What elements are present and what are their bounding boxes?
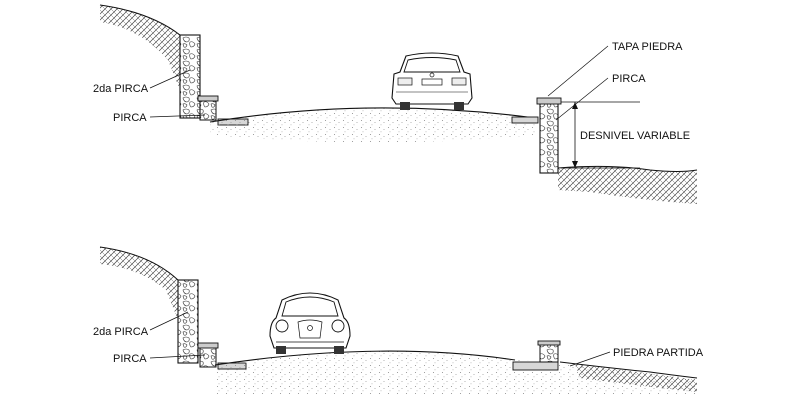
bottom-label-pirca-left: PIRCA xyxy=(113,353,147,365)
top-road-fill xyxy=(210,107,535,143)
top-right-curb xyxy=(511,116,539,124)
bottom-label-2da-pirca: 2da PIRCA xyxy=(93,326,149,338)
top-second-pirca-wall xyxy=(179,34,201,119)
top-label-pirca-right: PIRCA xyxy=(612,73,646,85)
top-right-lower-ground xyxy=(558,166,697,204)
bottom-section xyxy=(99,246,698,395)
bottom-right-pirca-wall xyxy=(539,342,559,363)
bottom-right-curb xyxy=(512,361,559,371)
top-section xyxy=(99,4,698,204)
top-right-pirca-wall xyxy=(539,102,559,174)
top-label-desnivel: DESNIVEL VARIABLE xyxy=(580,130,690,142)
bottom-left-hillside xyxy=(100,247,178,320)
bottom-road-surface xyxy=(214,350,516,366)
bottom-road-fill xyxy=(215,351,697,395)
top-road-surface xyxy=(209,107,536,123)
bottom-label-piedra-partida: PIEDRA PARTIDA xyxy=(613,347,704,359)
top-tapa-piedra-cap xyxy=(536,97,562,105)
top-label-tapa-piedra: TAPA PIEDRA xyxy=(612,41,683,53)
top-vehicle-sedan xyxy=(391,52,473,110)
top-label-2da-pirca: 2da PIRCA xyxy=(93,83,149,95)
top-left-hillside xyxy=(100,5,180,90)
bottom-second-pirca-wall xyxy=(177,279,199,364)
top-label-pirca-left: PIRCA xyxy=(113,112,147,124)
bottom-vehicle-beetle xyxy=(269,292,351,354)
